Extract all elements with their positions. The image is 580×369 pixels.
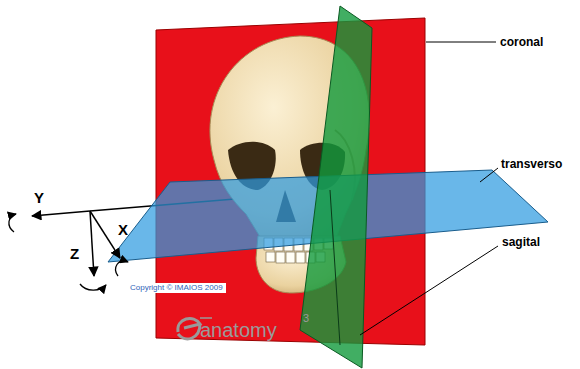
axis-label: Y	[34, 190, 44, 205]
logo-overline	[200, 317, 212, 319]
rotation-arrow	[116, 261, 128, 276]
y-axis-arrow	[32, 211, 90, 216]
x-axis-arrow	[90, 211, 120, 258]
z-axis-arrow	[90, 211, 94, 276]
leader-line	[426, 42, 496, 43]
plane-label: coronal	[500, 36, 543, 48]
leader-line	[360, 246, 498, 335]
plane-intersection	[330, 190, 340, 345]
sagittal-plane	[300, 6, 372, 368]
logo-superscript: 3	[303, 313, 309, 324]
axis-label: X	[118, 222, 128, 237]
plane-label: sagital	[502, 236, 540, 248]
rotation-arrow	[80, 284, 106, 290]
logo-mark	[178, 318, 200, 339]
copyright-note: Copyright © IMAIOS 2009	[127, 283, 226, 293]
leader-line	[480, 168, 498, 182]
logo-text: anatomy	[200, 320, 277, 340]
plane-label: transverso	[501, 158, 562, 170]
rotation-arrow	[9, 214, 16, 232]
axis-label: Z	[70, 246, 79, 261]
